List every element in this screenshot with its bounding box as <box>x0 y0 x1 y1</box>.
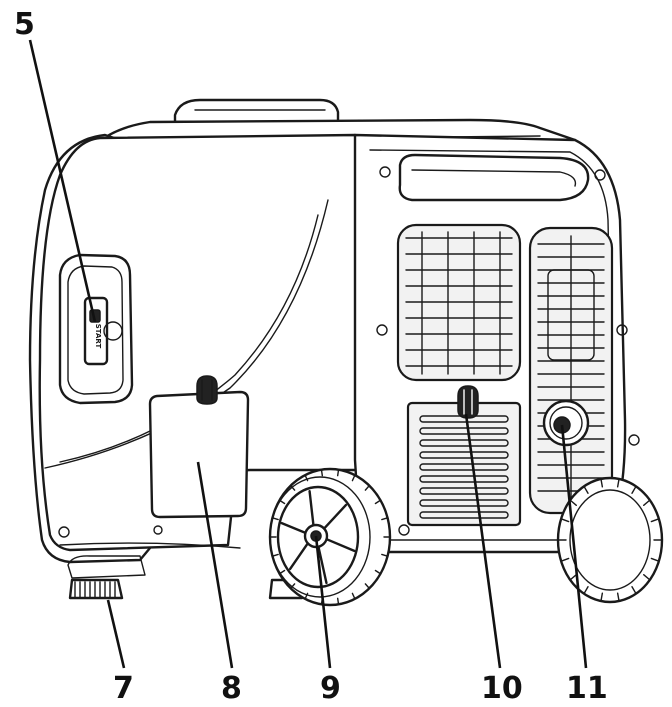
exhaust-outlet <box>542 399 590 447</box>
start-switch-text: START <box>94 324 102 349</box>
right-vent-grille <box>528 226 614 515</box>
callout-5: 5 <box>14 7 35 42</box>
callout-10: 10 <box>481 671 523 702</box>
side-access-panel <box>148 375 250 519</box>
callout-11: 11 <box>566 671 608 702</box>
muffler-cover-knob <box>457 385 479 419</box>
leader-lines <box>28 39 588 669</box>
muffler-cover <box>406 401 522 527</box>
wheel <box>268 467 392 607</box>
callout-9: 9 <box>320 671 341 702</box>
callout-labels: 5 7 8 9 10 11 <box>14 7 608 706</box>
upper-vent-grille <box>396 223 522 382</box>
callout-7: 7 <box>113 671 134 702</box>
start-switch-panel: START <box>58 253 134 405</box>
rear-wheel <box>556 476 664 604</box>
callout-8: 8 <box>221 671 242 702</box>
